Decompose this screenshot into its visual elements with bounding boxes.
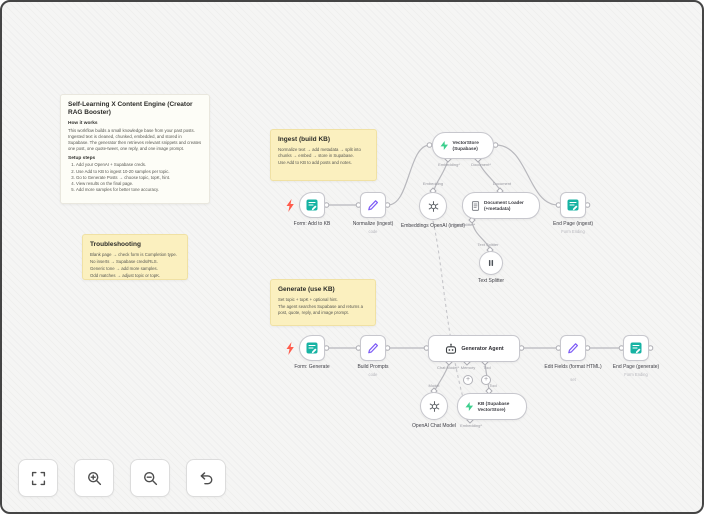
port-label-text-splitter: Text Splitter (477, 242, 499, 247)
port-label-embedding-out: Embedding (422, 181, 444, 186)
node-document-loader[interactable]: Document Loader (+metadata) (462, 192, 540, 219)
node-subtitle: Form Ending (624, 372, 648, 377)
code-pencil-icon (368, 200, 378, 211)
node-vector-store-supabase[interactable]: VectorStore (Supabase) (432, 132, 494, 159)
port-label-memory: Memory (460, 365, 476, 370)
node-edit-fields[interactable] (560, 335, 586, 361)
undo-icon (200, 471, 212, 484)
fit-view-button[interactable] (18, 459, 58, 497)
port-label-kb-embedding: Embedding* (460, 423, 482, 428)
port-label-model: Model (428, 383, 440, 388)
supabase-icon (465, 401, 474, 412)
port-label-chat-model: Chat Model* (436, 365, 460, 370)
node-generator-agent[interactable]: Generator Agent (428, 335, 520, 362)
setup-step: Go to Generate Posts → choose topic, top… (76, 175, 202, 181)
sticky-note-ingest[interactable]: Ingest (build KB) Normalize text → add m… (270, 129, 377, 181)
note-title: Ingest (build KB) (278, 136, 330, 143)
node-label: Embeddings OpenAI (ingest) (400, 223, 466, 229)
add-tool-button[interactable] (481, 375, 491, 385)
port-label-kb-tool: Tool (489, 383, 497, 388)
zoom-out-button[interactable] (130, 459, 170, 497)
zoom-in-button[interactable] (74, 459, 114, 497)
node-end-page-generate[interactable] (623, 335, 649, 361)
note-line: Blank page → check form is Completion ty… (90, 252, 177, 258)
openai-icon (429, 400, 439, 412)
node-subtitle: Form Ending (561, 229, 585, 234)
node-label: Form: Generate (294, 364, 330, 370)
node-end-page-ingest[interactable] (560, 192, 586, 218)
note-title: Troubleshooting (90, 241, 141, 248)
port-label-embedding: Embedding* (438, 162, 460, 167)
note-body: This workflow builds a small knowledge b… (68, 127, 202, 151)
note-body: Use Add to KB to add posts and notes. (278, 160, 352, 166)
setup-step: Add your OpenAI + Supabase creds. (76, 162, 202, 168)
sticky-note-generate[interactable]: Generate (use KB) Set topic + topK + opt… (270, 279, 376, 326)
code-pencil-icon (368, 343, 378, 354)
setup-steps-list: Add your OpenAI + Supabase creds. Use Ad… (68, 162, 202, 193)
node-inline-label: Document Loader (+metadata) (484, 199, 524, 211)
setup-step: View results on the final page. (76, 181, 202, 187)
node-subtitle: code (368, 372, 378, 377)
note-title: Self-Learning X Content Engine (Creator … (68, 101, 193, 117)
node-openai-chat-model[interactable] (420, 392, 448, 420)
trigger-lightning-icon (286, 199, 294, 355)
zoom-in-icon (87, 471, 101, 485)
note-body: The agent searches Supabase and returns … (278, 304, 364, 316)
node-label: OpenAI Chat Model (412, 423, 456, 429)
node-kb-supabase-vectorstore[interactable]: KB (Supabase VectorStore) (457, 393, 527, 420)
sticky-note-troubleshooting[interactable]: Troubleshooting Blank page → check form … (82, 234, 188, 280)
document-icon (471, 200, 480, 211)
node-normalize-ingest[interactable] (360, 192, 386, 218)
node-label: Form: Add to KB (293, 221, 331, 227)
note-title: Generate (use KB) (278, 286, 335, 293)
node-subtitle: code (368, 229, 378, 234)
code-pencil-icon (568, 343, 578, 354)
node-embeddings-openai-ingest[interactable] (419, 192, 447, 220)
port-label-text-splitter-req: Text Splitter* (452, 222, 476, 227)
node-label: Edit Fields (format HTML) (544, 364, 602, 370)
fit-view-icon (31, 471, 45, 485)
undo-button[interactable] (186, 459, 226, 497)
supabase-icon (440, 140, 449, 151)
node-build-prompts[interactable] (360, 335, 386, 361)
robot-icon (446, 343, 457, 354)
node-inline-label: VectorStore (Supabase) (452, 139, 479, 151)
zoom-out-icon (143, 471, 157, 485)
node-label: End Page (ingest) (552, 221, 594, 227)
node-form-generate[interactable] (299, 335, 325, 361)
text-splitter-icon (488, 260, 494, 266)
openai-icon (428, 200, 438, 212)
note-heading: How it works (68, 121, 98, 127)
form-icon (306, 342, 318, 354)
form-icon (306, 199, 318, 211)
node-form-add-to-kb[interactable] (299, 192, 325, 218)
node-text-splitter[interactable] (479, 251, 503, 275)
note-line: Generic tone → add more samples. (90, 266, 158, 272)
node-inline-label: KB (Supabase VectorStore) (477, 400, 510, 412)
form-icon (567, 199, 579, 211)
add-memory-button[interactable] (463, 375, 473, 385)
canvas-toolbar (18, 459, 226, 497)
port-label-document-out: Document (492, 181, 512, 186)
node-label: End Page (generate) (612, 364, 660, 370)
setup-step: Add more samples for better tone accurac… (76, 187, 202, 193)
port-label-tool: Tool (483, 365, 491, 370)
note-line: Odd matches → adjust topic or topK. (90, 273, 161, 279)
node-inline-label: Generator Agent (461, 345, 504, 352)
node-label: Normalize (ingest) (352, 221, 394, 227)
port-label-document: Document* (471, 162, 491, 167)
node-label: Build Prompts (357, 364, 389, 370)
sticky-note-overview[interactable]: Self-Learning X Content Engine (Creator … (60, 94, 210, 204)
note-body: Normalize text → add metadata → split in… (278, 147, 361, 159)
note-heading: Setup steps (68, 155, 96, 161)
node-subtitle: set (570, 377, 576, 382)
note-body: Set topic + topK + optional hint. (278, 297, 338, 303)
form-icon (630, 342, 642, 354)
node-label: Text Splitter (477, 278, 505, 284)
note-line: No inserts → Supabase creds/RLS. (90, 259, 158, 265)
setup-step: Use Add to KB to ingest 10-20 samples pe… (76, 169, 202, 175)
